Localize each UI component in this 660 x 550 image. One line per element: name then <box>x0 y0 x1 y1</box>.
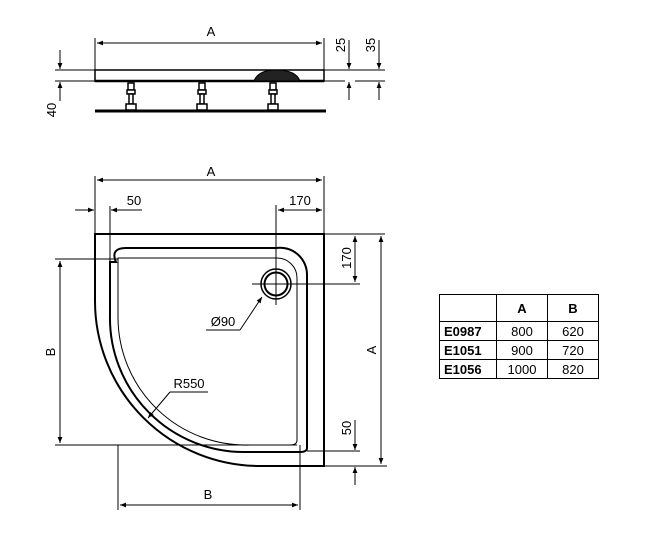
table-header-b: B <box>547 294 599 322</box>
table-header-a: A <box>496 294 548 322</box>
spec-table: A B E0987 800 620 E1051 900 720 E1056 10… <box>439 294 599 379</box>
value-b: 620 <box>547 321 599 341</box>
dim-drain-offset-x: 170 <box>289 193 311 208</box>
dim-drain-offset-y: 170 <box>339 247 354 269</box>
table-row: E1056 1000 820 <box>439 359 599 379</box>
leg <box>196 82 208 111</box>
leg <box>267 82 279 111</box>
dim-total-height: 35 <box>363 38 378 52</box>
value-b: 720 <box>547 340 599 360</box>
product-code: E0987 <box>439 321 497 341</box>
plan-view <box>55 176 387 510</box>
dim-tray-height: 25 <box>333 38 348 52</box>
leg <box>125 82 137 111</box>
plan-depth-label: A <box>364 345 379 354</box>
table-header-blank <box>439 294 497 322</box>
side-width-label: A <box>207 24 216 39</box>
curve-radius-label: R550 <box>173 376 204 391</box>
inner-depth-label: B <box>43 348 58 357</box>
value-a: 800 <box>496 321 548 341</box>
table-header-row: A B <box>439 294 599 322</box>
inner-width-label: B <box>204 487 213 502</box>
value-a: 900 <box>496 340 548 360</box>
value-b: 820 <box>547 359 599 379</box>
dim-rim-offset-left: 50 <box>127 193 141 208</box>
table-row: E1051 900 720 <box>439 340 599 360</box>
table-row: E0987 800 620 <box>439 321 599 341</box>
dim-rim-offset-bottom: 50 <box>339 421 354 435</box>
product-code: E1051 <box>439 340 497 360</box>
side-view <box>55 38 385 113</box>
value-a: 1000 <box>496 359 548 379</box>
dim-leg-height: 40 <box>44 103 59 117</box>
drain-diameter-label: Ø90 <box>211 314 236 329</box>
plan-width-label: A <box>207 164 216 179</box>
product-code: E1056 <box>439 359 497 379</box>
